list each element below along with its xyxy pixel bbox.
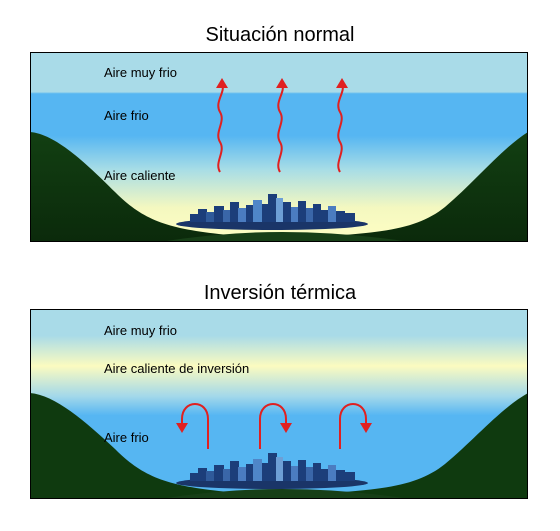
thermal-inversion-title: Inversión térmica — [203, 282, 357, 304]
curl-arrow — [181, 403, 209, 449]
curl-arrow — [259, 403, 287, 449]
layer-label-warm-inversion: Aire caliente de inversión — [104, 361, 249, 376]
arrow-head — [176, 423, 188, 433]
left-hill — [30, 393, 240, 499]
arrow-head — [276, 78, 288, 88]
city-skyline — [176, 453, 368, 489]
layer-label-very-cold: Aire muy frio — [104, 65, 177, 80]
city-skyline — [176, 194, 368, 230]
rising-air-arrows — [217, 83, 344, 173]
valley-floor — [160, 489, 410, 499]
panel-border — [30, 309, 528, 499]
layer-label-very-cold: Aire muy frio — [104, 323, 177, 338]
layer-label-warm: Aire caliente — [104, 168, 176, 183]
arrow-head — [280, 423, 292, 433]
curl-arrow — [339, 403, 367, 449]
panel-border — [30, 52, 528, 242]
valley-floor — [160, 232, 410, 242]
layer-label-cold: Aire frio — [104, 430, 149, 445]
arrow-head — [360, 423, 372, 433]
normal-situation-diagram: Aire muy frio Aire frio Aire caliente — [30, 52, 528, 242]
right-hill — [330, 132, 528, 242]
left-hill — [30, 132, 240, 242]
layer-label-cold: Aire frio — [104, 108, 149, 123]
normal-situation-title: Situación normal — [205, 24, 355, 46]
wavy-arrow — [337, 83, 344, 173]
arrow-head — [336, 78, 348, 88]
right-hill — [330, 393, 528, 499]
trapped-air-arrows — [181, 403, 367, 449]
thermal-inversion-diagram: Aire muy frio Aire caliente de inversión… — [30, 309, 528, 499]
arrow-head — [216, 78, 228, 88]
wavy-arrow — [217, 83, 224, 173]
wavy-arrow — [277, 83, 284, 173]
